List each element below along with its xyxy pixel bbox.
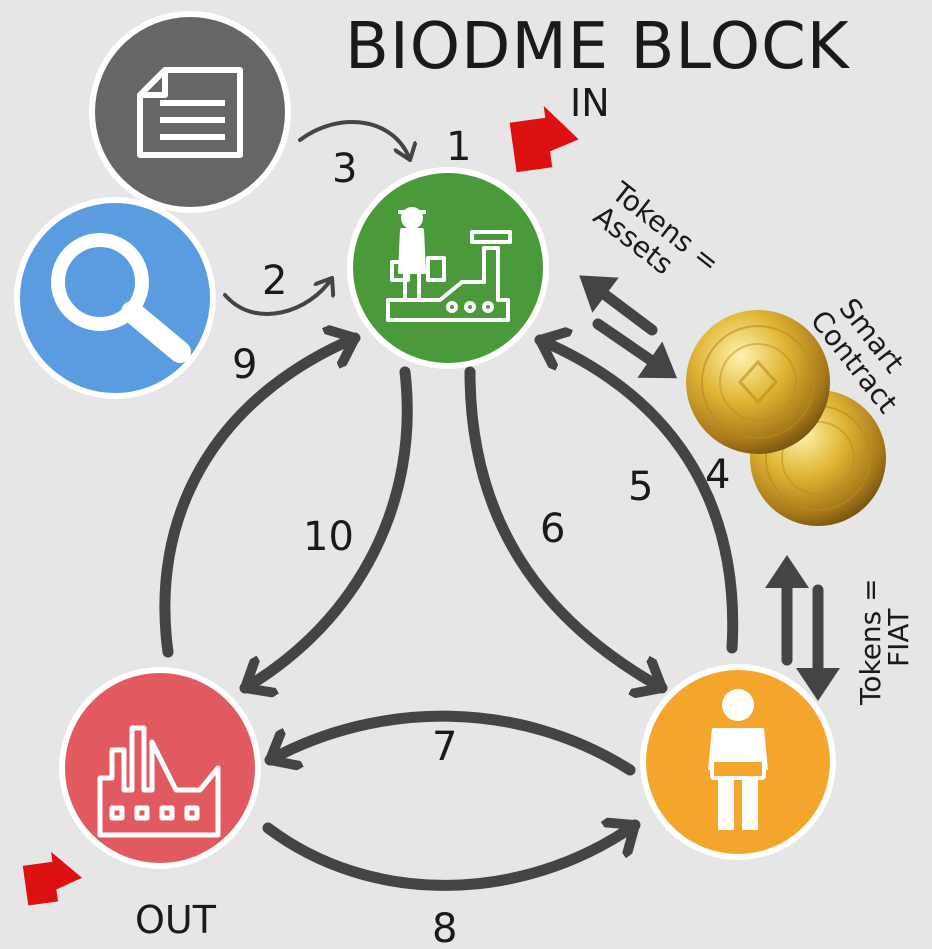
arrow-2	[223, 276, 332, 316]
in-label: IN	[570, 81, 610, 125]
arrow-5	[534, 340, 739, 654]
smart-contract-coins[interactable]	[686, 310, 886, 526]
flow-arrows	[159, 120, 840, 891]
tokens-fiat-line1: Tokens =	[854, 578, 887, 706]
flow-number-2: 2	[262, 258, 287, 304]
in-arrow-shape	[509, 105, 579, 173]
flow-number-1: 1	[446, 124, 471, 170]
out-marker	[22, 851, 82, 906]
producer-node[interactable]	[347, 167, 549, 369]
flow-number-6: 6	[540, 506, 565, 552]
tokens-fiat-line2: FIAT	[882, 608, 915, 667]
arrow-6	[464, 366, 668, 688]
consumer-node[interactable]	[640, 664, 836, 860]
flow-number-5: 5	[628, 464, 653, 510]
arrow-9	[159, 338, 361, 658]
arrow-7	[264, 710, 636, 776]
coin-icon	[686, 310, 886, 526]
out-label: OUT	[135, 898, 217, 942]
out-arrow-shape	[22, 851, 82, 906]
arrow-3	[298, 120, 410, 162]
flow-number-8: 8	[432, 906, 457, 949]
arrow-assets-to-contract	[592, 318, 678, 379]
arrow-8	[262, 825, 641, 891]
diagram-title: BIODME BLOCK	[345, 10, 851, 84]
factory-node[interactable]	[59, 667, 261, 869]
document-icon	[137, 67, 243, 158]
arrow-assets-to-producer	[579, 275, 658, 336]
flow-number-4: 4	[705, 452, 730, 498]
tokens-assets-label: Tokens = Assets	[587, 175, 726, 281]
arrow-10	[239, 366, 413, 688]
magnifier-icon	[51, 233, 191, 363]
flow-number-3: 3	[332, 146, 357, 192]
factory-icon	[97, 725, 221, 838]
document-node[interactable]	[89, 11, 291, 213]
in-marker	[509, 105, 579, 173]
flow-number-7: 7	[432, 724, 457, 770]
flow-number-10: 10	[303, 514, 354, 560]
tokens-fiat-label: Tokens = FIAT	[854, 578, 915, 706]
farmer-factory-icon	[386, 207, 512, 322]
search-node[interactable]	[14, 197, 216, 399]
person-laptop-icon	[708, 689, 768, 830]
flow-number-9: 9	[232, 342, 257, 388]
